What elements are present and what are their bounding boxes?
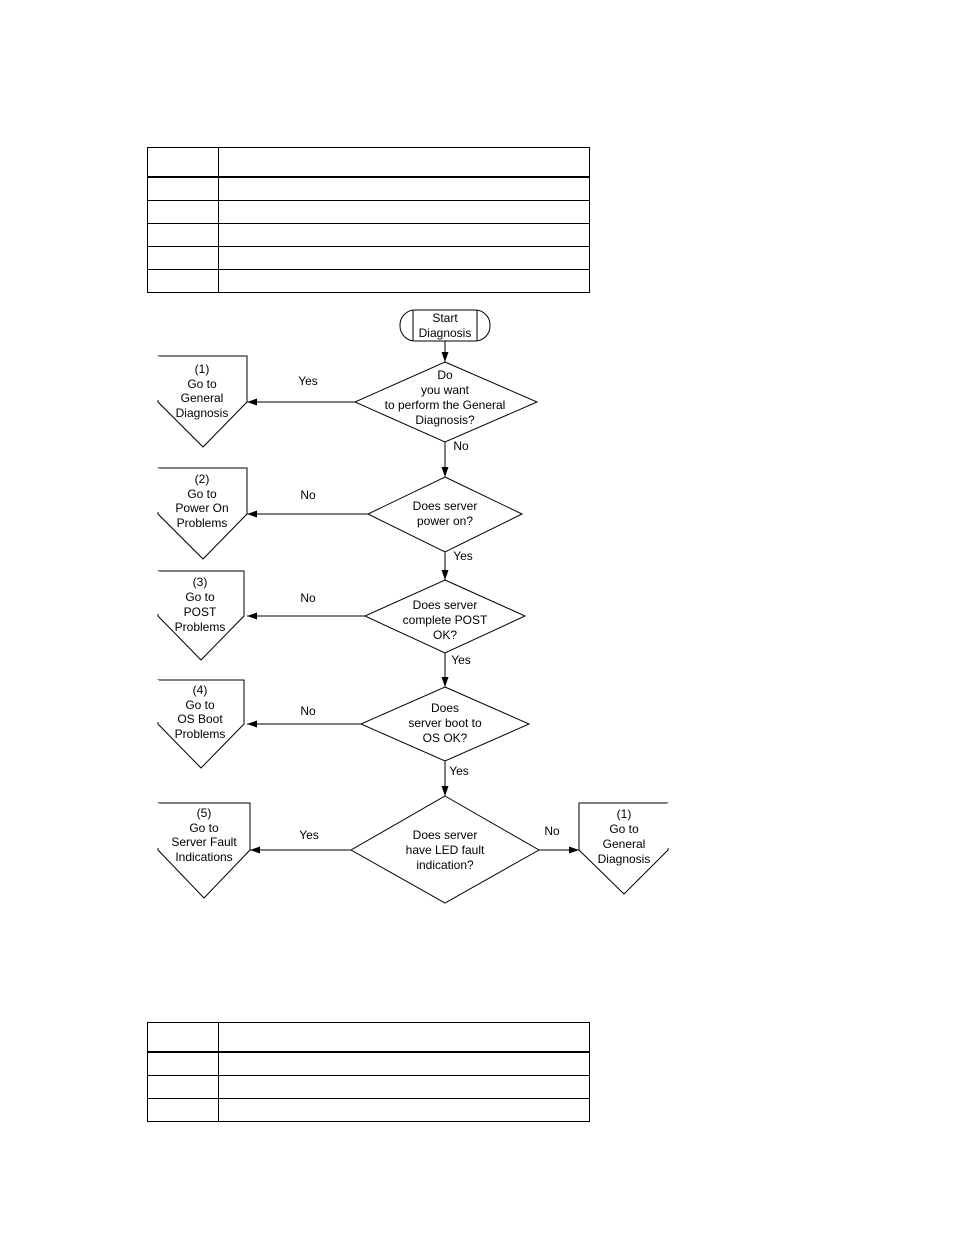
decision-led-fault: Does server have LED fault indication?	[349, 795, 541, 904]
table-cell	[147, 246, 219, 270]
edge-label-yes: Yes	[449, 764, 469, 778]
decision-text: Does server	[413, 598, 478, 612]
offpage-text: Diagnosis	[176, 406, 229, 420]
offpage-text: Go to	[185, 590, 215, 604]
offpage-connector-server-fault-indications: (5) Go to Server Fault Indications	[157, 802, 251, 899]
offpage-text: (4)	[193, 683, 208, 697]
table-row	[147, 1075, 590, 1099]
edge-label-no: No	[544, 824, 560, 838]
decision-text: power on?	[417, 514, 473, 528]
offpage-text: Go to	[187, 377, 217, 391]
decision-os-boot: Does server boot to OS OK?	[359, 686, 531, 762]
decision-text: Does server	[413, 499, 478, 513]
offpage-text: Go to	[609, 822, 639, 836]
offpage-text: Go to	[187, 487, 217, 501]
table-cell	[147, 176, 219, 201]
offpage-text: Power On	[175, 501, 228, 515]
decision-text: indication?	[416, 858, 474, 872]
table-row	[147, 1051, 590, 1076]
decision-text: Does	[431, 701, 459, 715]
edge-label-no: No	[300, 591, 316, 605]
edge-label-yes: Yes	[451, 653, 471, 667]
offpage-text: Diagnosis	[598, 852, 651, 866]
offpage-text: (1)	[617, 807, 632, 821]
start-label-line: Diagnosis	[419, 326, 472, 340]
table-header-row	[147, 147, 590, 178]
table-row	[147, 223, 590, 247]
offpage-text: Server Fault	[171, 835, 237, 849]
offpage-text: OS Boot	[177, 712, 223, 726]
start-label-line: Start	[432, 311, 458, 325]
decision-text: to perform the General	[385, 398, 506, 412]
offpage-connector-general-diagnosis: (1) Go to General Diagnosis	[157, 355, 248, 448]
offpage-text: Problems	[175, 620, 226, 634]
decision-text: OS OK?	[423, 731, 468, 745]
table-cell	[147, 147, 219, 178]
top-table	[147, 147, 590, 293]
table-cell	[218, 200, 590, 224]
table-row	[147, 200, 590, 224]
table-cell	[218, 1075, 590, 1099]
decision-text: you want	[421, 383, 470, 397]
decision-text: Diagnosis?	[415, 413, 475, 427]
offpage-text: (3)	[193, 575, 208, 589]
table-header-row	[147, 1022, 590, 1053]
edge-label-yes: Yes	[299, 828, 319, 842]
offpage-text: Go to	[189, 821, 219, 835]
table-cell	[147, 1022, 219, 1053]
offpage-connector-general-diagnosis-right: (1) Go to General Diagnosis	[578, 802, 669, 895]
table-row	[147, 269, 590, 293]
start-terminator: Start Diagnosis	[399, 309, 491, 342]
offpage-text: Go to	[185, 698, 215, 712]
decision-text: server boot to	[408, 716, 482, 730]
offpage-text: Problems	[177, 516, 228, 530]
decision-post: Does server complete POST OK?	[363, 579, 527, 654]
decision-power-on: Does server power on?	[366, 476, 524, 553]
edge-label-no: No	[300, 488, 316, 502]
table-cell	[218, 147, 590, 178]
table-cell	[218, 1022, 590, 1053]
table-cell	[218, 1098, 590, 1122]
offpage-text: (2)	[195, 472, 210, 486]
offpage-connector-os-boot-problems: (4) Go to OS Boot Problems	[157, 679, 245, 769]
decision-text: complete POST	[403, 613, 488, 627]
horizontal-connectors	[247, 398, 579, 854]
decision-general-diagnosis: Do you want to perform the General Diagn…	[353, 361, 539, 443]
decision-text: Do	[437, 368, 453, 382]
offpage-text: POST	[184, 605, 217, 619]
edge-label-yes: Yes	[453, 549, 473, 563]
table-cell	[218, 269, 590, 293]
decision-text: OK?	[433, 628, 457, 642]
table-row	[147, 246, 590, 270]
decision-text: Does server	[413, 828, 478, 842]
edge-label-no: No	[453, 439, 469, 453]
offpage-text: (1)	[195, 362, 210, 376]
offpage-connector-post-problems: (3) Go to POST Problems	[157, 570, 245, 661]
edge-label-yes: Yes	[298, 374, 318, 388]
offpage-connector-power-on-problems: (2) Go to Power On Problems	[157, 467, 248, 560]
bottom-table	[147, 1022, 590, 1122]
table-cell	[147, 1051, 219, 1076]
decision-text: have LED fault	[406, 843, 485, 857]
offpage-text: Indications	[175, 850, 232, 864]
table-cell	[147, 269, 219, 293]
offpage-text: General	[181, 391, 224, 405]
table-cell	[147, 1075, 219, 1099]
offpage-text: (5)	[197, 806, 212, 820]
edge-label-no: No	[300, 704, 316, 718]
table-row	[147, 1098, 590, 1122]
offpage-text: Problems	[175, 727, 226, 741]
table-cell	[147, 1098, 219, 1122]
table-cell	[218, 1051, 590, 1076]
offpage-text: General	[603, 837, 646, 851]
